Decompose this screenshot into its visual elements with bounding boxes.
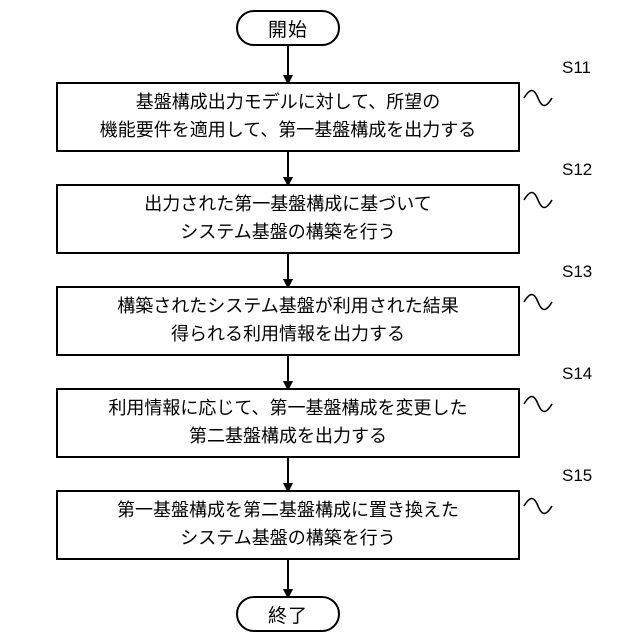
step-s14-line-2: 第二基盤構成を出力する (189, 423, 387, 451)
step-s11-line-1: 基盤構成出力モデルに対して、所望の (136, 89, 441, 117)
step-id-s11: S11 (562, 58, 591, 78)
step-s12-line-1: 出力された第一基盤構成に基づいて (144, 191, 431, 219)
step-id-s14: S14 (562, 364, 592, 384)
leader-line-s11 (524, 91, 552, 106)
leader-line-s15 (524, 499, 552, 514)
step-box-s11: 基盤構成出力モデルに対して、所望の 機能要件を適用して、第一基盤構成を出力する (56, 82, 520, 152)
step-id-s12: S12 (562, 160, 592, 180)
step-box-s15: 第一基盤構成を第二基盤構成に置き換えた システム基盤の構築を行う (56, 490, 520, 560)
step-box-s12: 出力された第一基盤構成に基づいて システム基盤の構築を行う (56, 184, 520, 254)
start-terminal: 開始 (236, 10, 340, 46)
step-s11-line-2: 機能要件を適用して、第一基盤構成を出力する (100, 117, 477, 145)
step-id-s13: S13 (562, 262, 592, 282)
step-s15-line-1: 第一基盤構成を第二基盤構成に置き換えた (117, 497, 459, 525)
step-s13-line-2: 得られる利用情報を出力する (171, 321, 405, 349)
step-s12-line-2: システム基盤の構築を行う (180, 219, 395, 247)
step-s14-line-1: 利用情報に応じて、第一基盤構成を変更した (108, 395, 467, 423)
step-s13-line-1: 構築されたシステム基盤が利用された結果 (117, 293, 458, 321)
leader-line-s12 (524, 193, 552, 208)
step-id-s15: S15 (562, 466, 592, 486)
leader-line-s13 (524, 295, 552, 310)
leader-line-s14 (524, 397, 552, 412)
end-terminal: 終了 (236, 596, 340, 632)
step-s15-line-2: システム基盤の構築を行う (180, 525, 395, 553)
step-box-s13: 構築されたシステム基盤が利用された結果 得られる利用情報を出力する (56, 286, 520, 356)
step-box-s14: 利用情報に応じて、第一基盤構成を変更した 第二基盤構成を出力する (56, 388, 520, 458)
